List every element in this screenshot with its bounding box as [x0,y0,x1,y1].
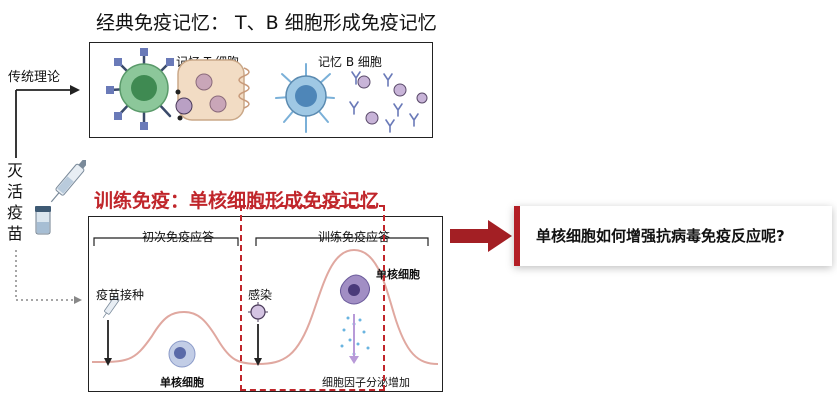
b-cell-illustration [275,63,428,133]
question-card: 单核细胞如何增强抗病毒免疫反应呢? [514,206,832,266]
memory-b-cell-label: 记忆 B 细胞 [318,55,382,69]
cytokine-label: 细胞因子分泌增加 [322,376,410,389]
vaccination-label: 疫苗接种 [96,288,145,302]
trained-response-label: 训练免疫应答 [318,230,391,244]
monocyte-label-right: 单核细胞 [376,268,420,281]
red-arrow-icon [450,220,512,252]
classic-memory-title: 经典免疫记忆： T、B 细胞形成免疫记忆 [96,12,437,34]
traditional-theory-label: 传统理论 [8,70,61,85]
t-cell-illustration [106,48,250,130]
highlight-dashed-box [240,205,385,391]
question-text: 单核细胞如何增强抗病毒免疫反应呢? [536,227,785,245]
monocyte-label-left: 单核细胞 [160,376,204,389]
primary-response-label: 初次免疫应答 [142,230,215,244]
inactivated-vaccine-label: 灭活疫苗 [4,160,26,244]
infection-label: 感染 [248,288,273,302]
inactivated-vaccine-text: 灭活疫苗 [6,161,23,243]
syringe-vial-icon [35,160,86,235]
immune-response-chart [91,237,439,368]
